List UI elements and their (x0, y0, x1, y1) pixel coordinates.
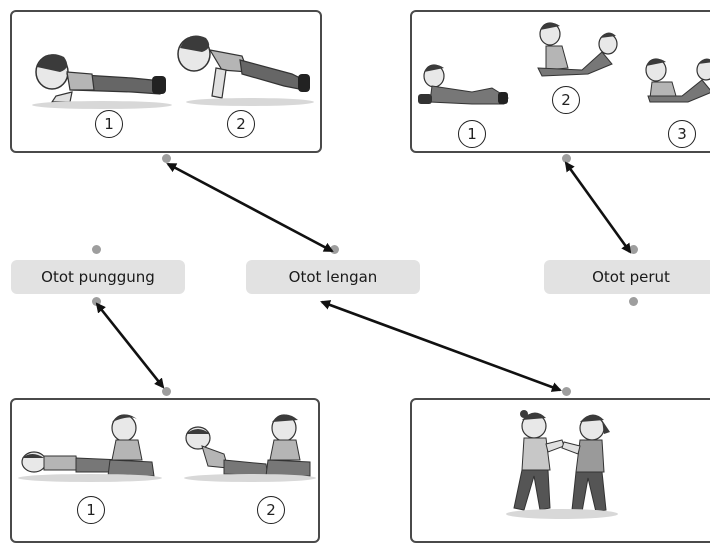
situp-figure-2 (537, 22, 618, 77)
label-abdomen-top-dot (629, 245, 638, 254)
backext-panel-dot (162, 387, 171, 396)
arrow-pushup-to-arm (166, 162, 334, 253)
backext-panel: 1 2 (10, 398, 320, 543)
label-arm-top-dot (330, 245, 339, 254)
situp-figure-1 (418, 64, 509, 105)
arrow-arm-to-partner (320, 300, 562, 392)
label-back-muscle: Otot punggung (11, 260, 185, 294)
step-number-2: 2 (552, 86, 580, 114)
partner-panel-dot (562, 387, 571, 396)
situp-panel-dot (562, 154, 571, 163)
label-abdomen-muscle: Otot perut (544, 260, 710, 294)
situp-illustration (418, 22, 710, 105)
step-number-2: 2 (257, 496, 285, 524)
step-number-1: 1 (458, 120, 486, 148)
backext-figure-1 (18, 414, 162, 482)
situp-figure-3 (645, 58, 710, 103)
arrow-back-to-backext (95, 302, 165, 389)
label-abdomen-bottom-dot (629, 297, 638, 306)
pushup-figure-2 (177, 35, 314, 106)
partner-panel (410, 398, 710, 543)
backext-figure-2 (184, 414, 316, 482)
pushup-figure-1 (32, 54, 172, 109)
situp-panel: 1 2 3 (410, 10, 710, 153)
step-number-1: 1 (95, 110, 123, 138)
partner-figure-left (513, 410, 565, 511)
pushup-panel-dot (162, 154, 171, 163)
step-number-1: 1 (77, 496, 105, 524)
step-number-2: 2 (227, 110, 255, 138)
partner-push-illustration (506, 410, 618, 519)
step-number-3: 3 (668, 120, 696, 148)
arrow-situp-to-abdomen (564, 161, 632, 254)
label-arm-muscle: Otot lengan (246, 260, 420, 294)
partner-figure-right (561, 414, 610, 513)
pushup-panel: 1 2 (10, 10, 322, 153)
label-back-top-dot (92, 245, 101, 254)
back-extension-illustration (18, 414, 316, 482)
label-back-bottom-dot (92, 297, 101, 306)
pushup-illustration (32, 35, 314, 109)
